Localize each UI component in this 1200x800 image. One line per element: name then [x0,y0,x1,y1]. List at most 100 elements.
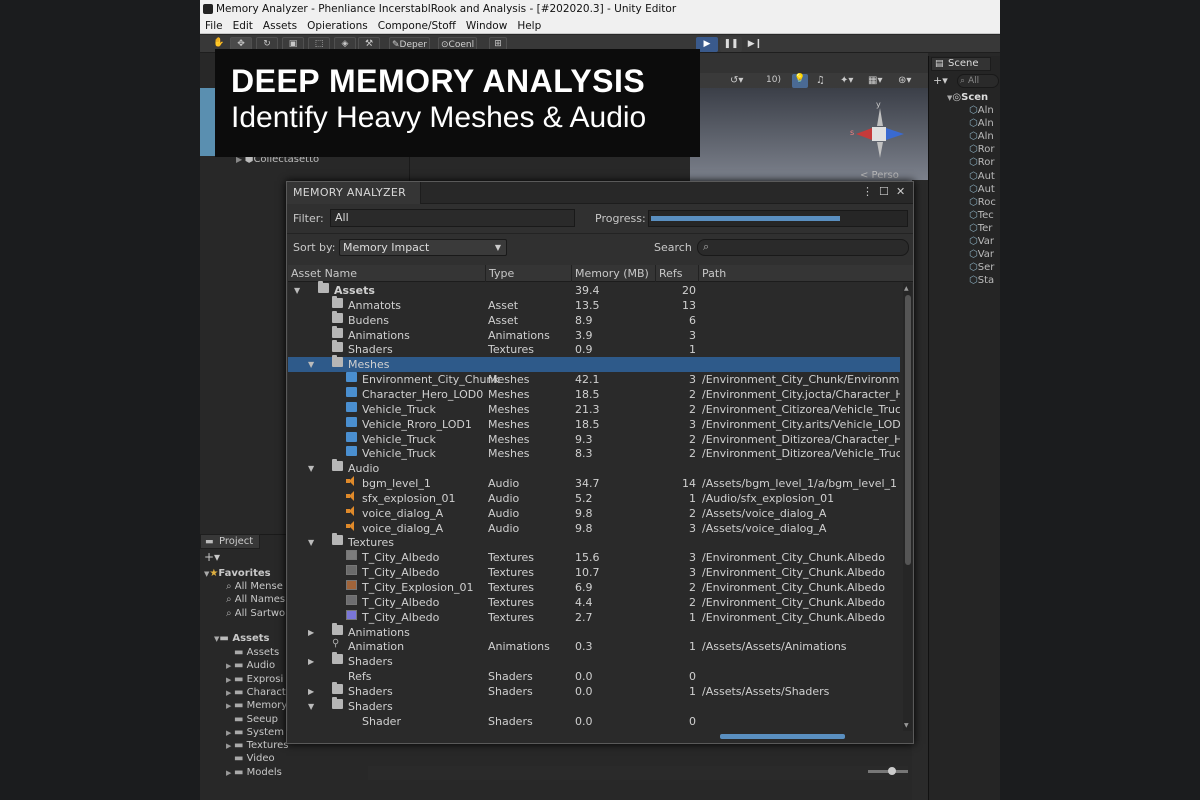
scene-item[interactable]: ⬡Tec [969,210,994,221]
assets-header[interactable]: ▼▬ Assets [214,633,270,644]
project-folder-item[interactable]: ▶▬ Charact [226,687,286,698]
scene-2d-toggle[interactable]: 10) [766,75,781,85]
scene-item[interactable]: ⬡Aln [969,131,994,142]
scene-item[interactable]: ⬡Sta [969,275,994,286]
light-toggle-icon[interactable]: 💡 [792,74,808,88]
col-refs[interactable]: Refs [656,265,699,282]
close-icon[interactable]: ✕ [896,185,906,198]
menu-help[interactable]: Help [517,20,542,32]
scene-item[interactable]: ⬡Ror [969,144,994,155]
expand-arrow-icon[interactable]: ▼ [294,286,301,295]
scene-item[interactable]: ⬡Ter [969,223,992,234]
sort-dropdown[interactable]: Memory Impact ▼ [339,239,507,256]
col-path[interactable]: Path [702,267,727,280]
filter-input[interactable]: All [330,209,575,227]
menu-edit[interactable]: Edit [232,20,253,32]
scene-search-input[interactable]: ⌕All [957,74,999,88]
expand-arrow-icon[interactable]: ▼ [308,538,315,547]
vertical-scroll-thumb[interactable] [905,295,911,565]
play-button[interactable]: ▶ [696,37,718,52]
expand-arrow-icon[interactable]: ▶ [226,702,232,711]
scene-root-item[interactable]: ▼◎Scen [947,92,989,103]
menu-component[interactable]: Compone/Stoff [377,20,456,32]
project-folder-item[interactable]: ▶▬ Models [226,767,282,778]
scene-item[interactable]: ⬡Aut [969,184,995,195]
scene-item[interactable]: ⬡Aut [969,171,995,182]
col-asset-name[interactable]: Asset Name [288,265,486,282]
project-folder-item[interactable]: ▶▬ Exprosi [226,674,283,685]
menu-operations[interactable]: Opierations [307,20,368,32]
scene-item[interactable]: ⬡Ror [969,157,994,168]
expand-arrow-icon[interactable]: ▶ [308,657,315,666]
favorite-item[interactable]: ⌕ All Names [226,594,285,605]
step-button[interactable]: ▶❙ [747,39,763,49]
scene-item[interactable]: ⬡Ser [969,262,994,273]
project-folder-item[interactable]: ▶▬ System [226,727,284,738]
scene-rotate-icon[interactable]: ↺▾ [730,75,744,86]
horizontal-scroll-thumb[interactable] [720,734,845,739]
expand-arrow-icon[interactable]: ▶ [226,688,232,697]
project-folder-item[interactable]: ▬ Video [226,753,275,764]
col-type[interactable]: Type [486,265,572,282]
audio-toggle-icon[interactable]: ♫ [816,75,825,86]
maximize-icon[interactable]: ☐ [879,185,889,198]
camera-settings-icon[interactable]: ▦▾ [868,75,883,86]
hierarchy-item[interactable]: ▶ ⬢Collectasetto [236,154,320,165]
expand-arrow-icon[interactable]: ▶ [226,728,232,737]
favorites-header[interactable]: ▼★Favorites [204,568,271,579]
project-folder-item[interactable]: ▶▬ Audio [226,660,275,671]
gizmos-icon[interactable]: ⊛▾ [898,75,912,86]
effects-toggle-icon[interactable]: ✦▾ [840,75,854,86]
project-folder-item[interactable]: ▬ Seeup [226,714,278,725]
scene-item[interactable]: ⬡Aln [969,118,994,129]
expand-arrow-icon[interactable]: ▶ [226,675,232,684]
scene-tab[interactable]: ▤Scene [931,57,991,71]
expand-arrow-icon[interactable]: ▼ [308,702,315,711]
more-options-icon[interactable]: ⋮ [862,185,873,198]
scene-add-button[interactable]: +▾ [933,74,948,87]
table-row[interactable]: ▼Shaders [288,697,900,714]
scroll-up-icon[interactable]: ▲ [904,285,909,292]
scene-item[interactable]: ⬡Aln [969,105,994,116]
scene-item[interactable]: ⬡Roc [969,197,996,208]
favorite-item[interactable]: ⌕ All Mense [226,581,283,592]
analyzer-tab[interactable]: MEMORY ANALYZER [287,182,421,204]
table-row[interactable]: ▼Meshes [288,355,900,372]
table-row[interactable]: ▼Textures [288,533,900,550]
search-input[interactable]: ⌕ [697,239,909,256]
project-add-button[interactable]: +▾ [204,550,221,564]
project-folder-item[interactable]: ▶▬ Memory [226,700,287,711]
pause-button[interactable]: ❚❚ [720,37,742,52]
perspective-label[interactable]: < Perso [860,170,899,181]
hand-tool-icon[interactable]: ✋ [213,38,225,48]
project-folder-item[interactable]: ▶▬ Textures [226,740,288,751]
col-memory[interactable]: Memory (MB) [572,265,656,282]
menu-assets[interactable]: Assets [262,20,298,32]
expand-arrow-icon[interactable]: ▶ [308,687,315,696]
project-folder-item[interactable]: ▬ Assets [226,647,279,658]
zoom-slider-handle[interactable] [888,767,896,775]
expand-arrow-icon[interactable]: ▼ [308,360,315,369]
expand-arrow-icon[interactable]: ▶ [226,662,232,671]
menu-file[interactable]: File [205,20,223,32]
